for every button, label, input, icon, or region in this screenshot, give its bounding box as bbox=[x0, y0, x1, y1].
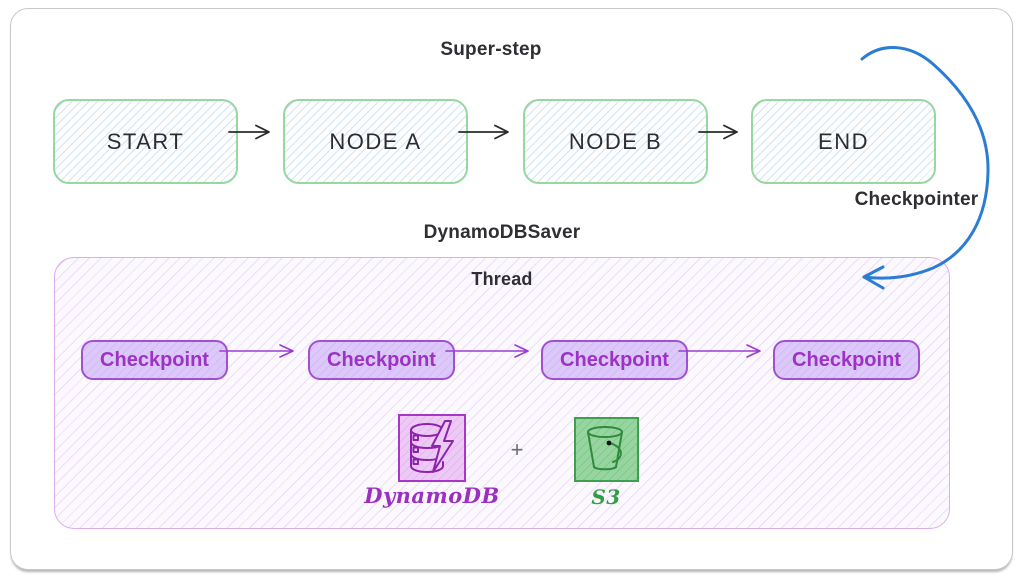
bucket-icon bbox=[587, 426, 623, 471]
s3-icon bbox=[574, 417, 639, 482]
node-b-label: NODE B bbox=[568, 128, 663, 154]
checkpointer-label: Checkpointer bbox=[854, 189, 979, 210]
node-a-label: NODE A bbox=[329, 128, 422, 154]
checkpoint-2: Checkpoint bbox=[308, 340, 455, 380]
thread-title: Thread bbox=[471, 269, 533, 289]
checkpoint-3-label: Checkpoint bbox=[560, 348, 669, 371]
node-start-label: START bbox=[106, 128, 185, 154]
checkpoint-4: Checkpoint bbox=[773, 340, 920, 380]
node-end: END bbox=[751, 99, 936, 184]
checkpoint-2-label: Checkpoint bbox=[327, 348, 436, 371]
diagram-canvas: Super-step START NODE A NODE B END Check… bbox=[10, 8, 1013, 570]
checkpoint-1-label: Checkpoint bbox=[100, 348, 209, 371]
saver-container bbox=[54, 257, 950, 529]
bucket-handle-dot bbox=[606, 440, 612, 446]
lightning-bolt-icon bbox=[431, 420, 454, 473]
node-b: NODE B bbox=[523, 99, 708, 184]
superstep-title: Super-step bbox=[440, 39, 542, 60]
checkpoint-3: Checkpoint bbox=[541, 340, 688, 380]
s3-label: S3 bbox=[591, 485, 621, 509]
checkpoint-4-label: Checkpoint bbox=[792, 348, 901, 371]
dynamodb-label: DynamoDB bbox=[364, 483, 500, 508]
database-lightning-icon bbox=[410, 420, 454, 473]
saver-title: DynamoDBSaver bbox=[423, 222, 581, 243]
checkpoint-1: Checkpoint bbox=[81, 340, 228, 380]
node-end-label: END bbox=[818, 128, 869, 154]
dynamodb-icon bbox=[398, 414, 466, 482]
plus-sign: + bbox=[510, 437, 524, 462]
node-start: START bbox=[53, 99, 238, 184]
node-a: NODE A bbox=[283, 99, 468, 184]
